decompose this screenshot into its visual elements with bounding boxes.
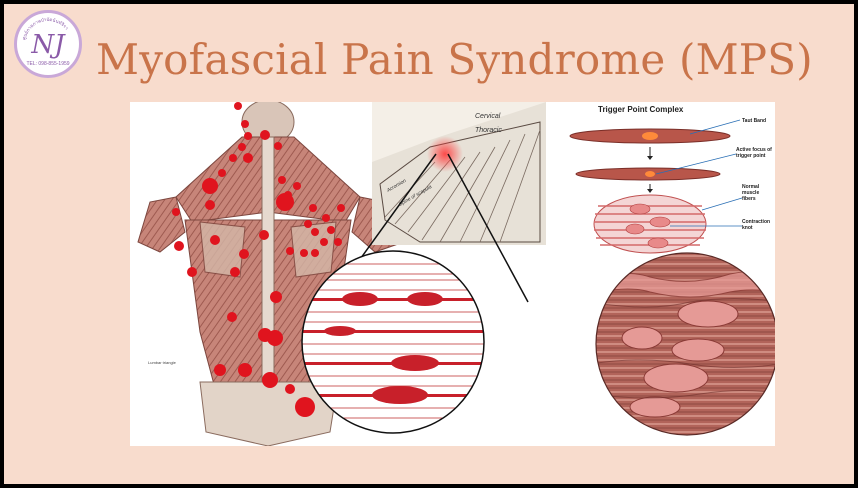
trigger-point-complex-heading: Trigger Point Complex bbox=[598, 105, 684, 114]
label-taut-band: Taut Band bbox=[742, 118, 766, 124]
label-lumbar-triangle: Lumbar triangle bbox=[148, 360, 177, 365]
fiber-schematic-circle bbox=[301, 250, 485, 434]
logo-monogram: NJ bbox=[30, 30, 66, 60]
label-thoracic: Thoracic bbox=[475, 127, 502, 134]
trigger-points bbox=[172, 102, 345, 417]
slide: ศูนย์กายภาพบำบัดนันท์จิรา NJ TEL: 098-85… bbox=[4, 4, 854, 484]
trigger-point-complex-diagram: Trigger Point Complex Taut Band Active f… bbox=[569, 105, 772, 254]
logo-phone: TEL: 098-855-1959 bbox=[26, 61, 69, 67]
fiber-realistic-circle bbox=[595, 252, 775, 436]
clinic-logo: ศูนย์กายภาพบำบัดนันท์จิรา NJ TEL: 098-85… bbox=[14, 10, 82, 78]
label-cervical: Cervical bbox=[475, 113, 501, 120]
illustration-panel: Lumbar triangle bbox=[130, 102, 775, 446]
zoom-line-right bbox=[447, 153, 529, 303]
slide-title: Myofascial Pain Syndrome (MPS) bbox=[96, 35, 813, 84]
